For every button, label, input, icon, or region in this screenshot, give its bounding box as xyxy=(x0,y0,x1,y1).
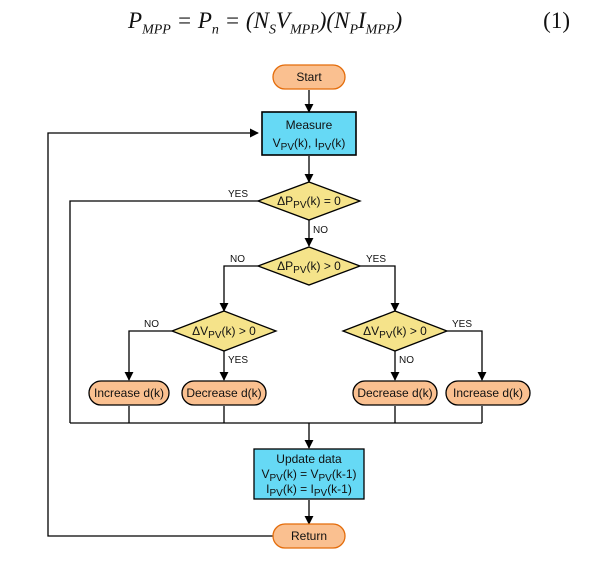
action-decrease-left: Decrease d(k) xyxy=(181,380,267,406)
equation: PMPP = Pn = (NSVMPP)(NPIMPP) (1) xyxy=(0,0,600,50)
decision-dv-right: ΔVPV(k) > 0 xyxy=(341,310,449,352)
decision-dp-equal-zero: ΔPPV(k) = 0 xyxy=(256,181,362,221)
label-no-dec3: NO xyxy=(144,319,159,330)
label-yes-dec4: YES xyxy=(452,319,472,330)
decision-dp-greater-zero: ΔPPV(k) > 0 xyxy=(256,246,362,286)
action-decrease-left-label: Decrease d(k) xyxy=(186,386,261,400)
update-title: Update data xyxy=(276,452,342,466)
update-v-line: VPV(k) = VPV(k-1) xyxy=(261,467,356,484)
decision-dv-left-label: ΔVPV(k) > 0 xyxy=(192,324,256,341)
label-yes-dec2: YES xyxy=(366,254,386,265)
label-no-dec2: NO xyxy=(230,254,245,265)
label-no-dec4: NO xyxy=(399,355,414,366)
action-increase-right: Increase d(k) xyxy=(445,380,531,406)
measure-values: VPV(k), IPV(k) xyxy=(273,136,346,153)
mppt-flowchart: Start Measure VPV(k), IPV(k) ΔPPV(k) = 0… xyxy=(47,64,531,549)
label-no-dec1: NO xyxy=(313,225,328,236)
measure-title: Measure xyxy=(286,118,333,132)
decision-dv-right-label: ΔVPV(k) > 0 xyxy=(363,324,427,341)
label-yes-dec1: YES xyxy=(228,189,248,200)
arrow-loop-back xyxy=(47,128,273,537)
action-decrease-right: Decrease d(k) xyxy=(352,380,438,406)
action-increase-left: Increase d(k) xyxy=(88,380,170,406)
start-terminal: Start xyxy=(272,64,346,90)
decision-dv-left: ΔVPV(k) > 0 xyxy=(170,310,278,352)
equation-formula: PMPP = Pn = (NSVMPP)(NPIMPP) xyxy=(128,8,403,38)
decision-dp-greater-zero-label: ΔPPV(k) > 0 xyxy=(277,259,341,276)
return-terminal: Return xyxy=(272,523,346,549)
action-decrease-right-label: Decrease d(k) xyxy=(357,386,432,400)
start-label: Start xyxy=(296,70,322,84)
arrow-dec2-no xyxy=(219,265,258,312)
action-increase-right-label: Increase d(k) xyxy=(453,386,523,400)
equation-number: (1) xyxy=(543,8,570,33)
line-dec1-yes xyxy=(69,200,258,423)
update-i-line: IPV(k) = IPV(k-1) xyxy=(266,482,352,499)
update-data-box: Update data VPV(k) = VPV(k-1) IPV(k) = I… xyxy=(253,448,365,500)
arrow-dec3-no xyxy=(124,330,172,381)
arrow-dec2-yes xyxy=(360,265,400,312)
connectors xyxy=(47,90,487,537)
measure-box: Measure VPV(k), IPV(k) xyxy=(261,111,357,156)
branch-labels: YES NO NO YES NO YES YES NO xyxy=(144,189,472,366)
decision-dp-equal-zero-label: ΔPPV(k) = 0 xyxy=(277,194,341,211)
label-yes-dec3: YES xyxy=(228,355,248,366)
arrow-dec4-yes xyxy=(447,330,487,381)
action-increase-left-label: Increase d(k) xyxy=(94,386,164,400)
return-label: Return xyxy=(291,529,327,543)
